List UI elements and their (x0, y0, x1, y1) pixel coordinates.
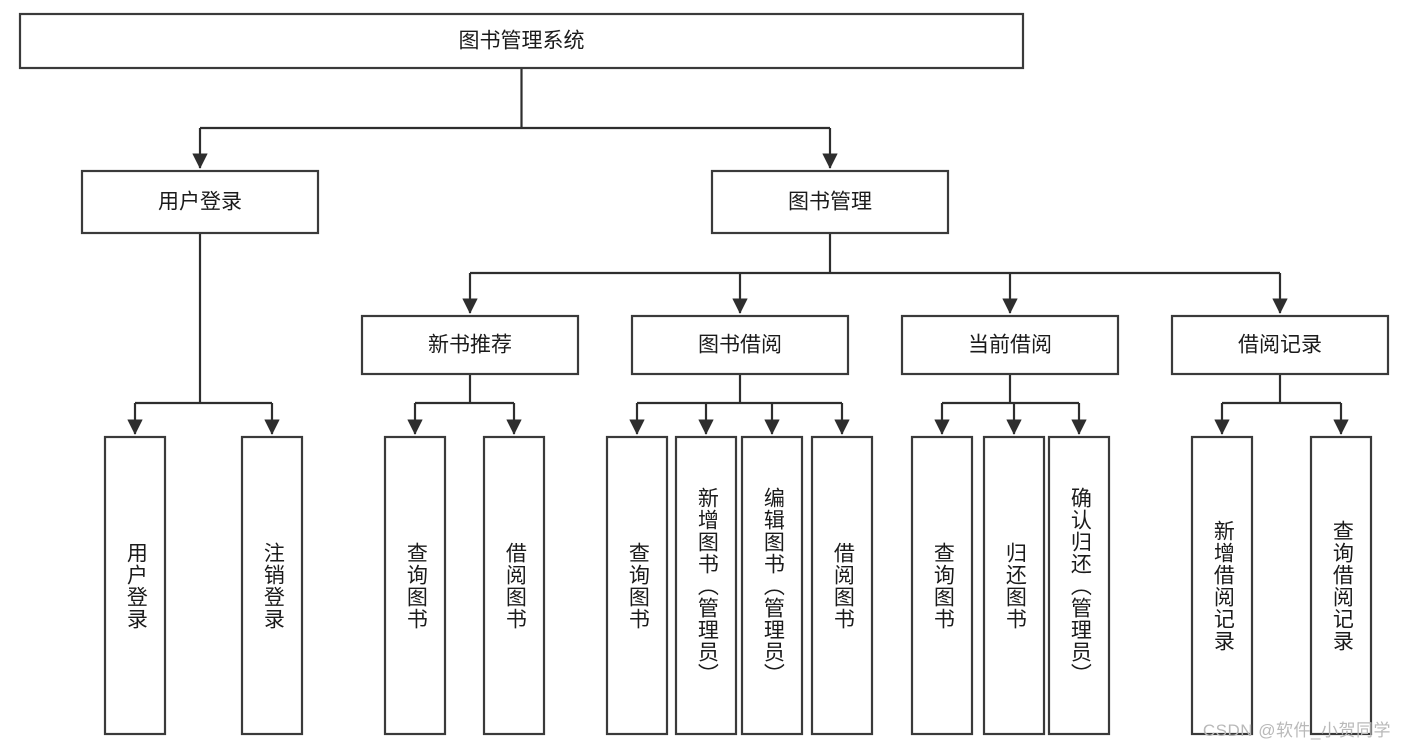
node-leaf-query-record-box[interactable] (1309, 435, 1373, 736)
node-user-login-box[interactable] (80, 169, 320, 235)
leaf-node-group (103, 435, 1373, 736)
node-borrow-records-box[interactable] (1170, 314, 1390, 376)
node-leaf-logout-box[interactable] (240, 435, 304, 736)
node-root-label: 图书管理系统 (459, 30, 585, 53)
node-leaf-return-book-box[interactable] (982, 435, 1046, 736)
node-leaf-query-book-box[interactable] (605, 435, 669, 736)
node-current-borrow-box[interactable] (900, 314, 1120, 376)
node-user-login[interactable]: 用户登录 (80, 169, 320, 235)
node-book-management-box[interactable] (710, 169, 950, 235)
node-leaf-query-book-rec-box[interactable] (383, 435, 447, 736)
node-leaf-edit-book-box[interactable] (740, 435, 804, 736)
node-root[interactable]: 图书管理系统 (18, 12, 1025, 70)
node-book-borrow-label: 图书借阅 (698, 334, 782, 357)
node-leaf-borrow-book-rec-box[interactable] (482, 435, 546, 736)
node-user-login-label: 用户登录 (158, 191, 242, 214)
node-book-management[interactable]: 图书管理 (710, 169, 950, 235)
node-root-box[interactable] (18, 12, 1025, 70)
watermark-text: CSDN @软件_小贺同学 (1202, 721, 1391, 740)
node-book-management-label: 图书管理 (788, 191, 872, 214)
connector-group (127, 68, 1349, 435)
node-new-book-recommend[interactable]: 新书推荐 (360, 314, 580, 376)
node-current-borrow-label: 当前借阅 (968, 334, 1052, 357)
node-book-borrow[interactable]: 图书借阅 (630, 314, 850, 376)
node-book-borrow-box[interactable] (630, 314, 850, 376)
node-leaf-add-book-box[interactable] (674, 435, 738, 736)
node-leaf-user-login-box[interactable] (103, 435, 167, 736)
node-leaf-confirm-return-box[interactable] (1047, 435, 1111, 736)
node-leaf-query-book-cur-box[interactable] (910, 435, 974, 736)
node-new-book-recommend-label: 新书推荐 (428, 334, 512, 357)
node-leaf-add-record-box[interactable] (1190, 435, 1254, 736)
node-current-borrow[interactable]: 当前借阅 (900, 314, 1120, 376)
node-leaf-borrow-book-box[interactable] (810, 435, 874, 736)
node-borrow-records[interactable]: 借阅记录 (1170, 314, 1390, 376)
node-new-book-recommend-box[interactable] (360, 314, 580, 376)
node-borrow-records-label: 借阅记录 (1238, 334, 1322, 357)
